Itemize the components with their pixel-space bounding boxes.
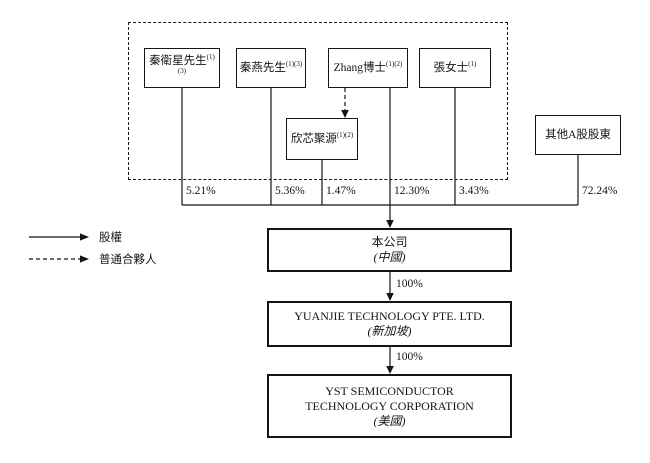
pct-sg-to-us: 100% xyxy=(396,351,423,363)
box-ms-zhang: 張女士(1) xyxy=(419,48,491,88)
solid-arrow-icon xyxy=(29,233,89,241)
shareholder-name: 秦衛星先生 xyxy=(149,54,207,67)
pct-company-to-sg: 100% xyxy=(396,278,423,290)
shareholder-name: 張女士 xyxy=(433,61,469,74)
pct-ms-zhang: 3.43% xyxy=(459,185,489,197)
subsidiary-sg-region: (新加坡) xyxy=(367,324,412,338)
dashed-arrow-icon xyxy=(29,255,89,263)
subsidiary-us-name-line1: YST SEMICONDUCTOR xyxy=(325,383,454,398)
shareholder-name: Zhang博士 xyxy=(333,61,387,74)
box-dr-zhang: Zhang博士(1)(2) xyxy=(328,48,408,88)
legend-equity-row: 股權 xyxy=(28,229,122,245)
legend-equity-label: 股權 xyxy=(99,232,122,244)
pct-xinxin-juyuan: 1.47% xyxy=(326,185,356,197)
legend-general-partner-label: 普通合夥人 xyxy=(99,254,157,266)
subsidiary-sg-name: YUANJIE TECHNOLOGY PTE. LTD. xyxy=(294,309,485,323)
pct-dr-zhang: 12.30% xyxy=(394,185,430,197)
subsidiary-us-region: (美國) xyxy=(373,413,406,428)
subsidiary-us-name-line2: TECHNOLOGY CORPORATION xyxy=(305,398,474,413)
shareholder-name: 秦燕先生 xyxy=(239,61,286,74)
partnership-name: 欣芯聚源 xyxy=(290,132,337,145)
box-qin-yan: 秦燕先生(1)(3) xyxy=(236,48,306,88)
pct-other-shareholders: 72.24% xyxy=(582,185,618,197)
footnote-ref: (1)(2) xyxy=(386,59,403,68)
legend-general-partner-row: 普通合夥人 xyxy=(28,251,157,267)
box-yuanjie-singapore: YUANJIE TECHNOLOGY PTE. LTD. (新加坡) xyxy=(267,301,512,347)
other-shareholders-name: 其他A股股東 xyxy=(545,128,611,141)
box-company: 本公司 (中國) xyxy=(267,228,512,272)
footnote-ref: (1)(3) xyxy=(177,52,215,76)
pct-qin-yan: 5.36% xyxy=(275,185,305,197)
company-region: (中國) xyxy=(373,250,406,264)
footnote-ref: (1)(2) xyxy=(336,130,354,139)
box-qin-weixing: 秦衛星先生(1)(3) xyxy=(144,48,220,88)
pct-qin-weixing: 5.21% xyxy=(186,185,216,197)
company-name: 本公司 xyxy=(371,235,408,249)
connected-persons-group-box xyxy=(128,22,508,180)
footnote-ref: (1) xyxy=(468,59,477,68)
footnote-ref: (1)(3) xyxy=(285,59,303,68)
box-yst-us: YST SEMICONDUCTOR TECHNOLOGY CORPORATION… xyxy=(267,374,512,438)
box-other-a-share-shareholders: 其他A股股東 xyxy=(535,115,621,155)
box-xinxin-juyuan: 欣芯聚源(1)(2) xyxy=(286,118,358,160)
